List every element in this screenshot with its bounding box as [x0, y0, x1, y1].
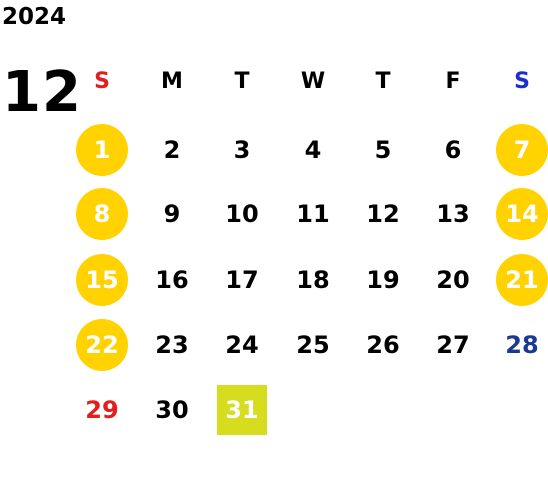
day-cell-19: 19 — [366, 266, 400, 294]
day-cell-3: 3 — [233, 136, 251, 164]
day-cell-2: 2 — [163, 136, 181, 164]
day-cell-12: 12 — [366, 200, 400, 228]
day-cell-18: 18 — [296, 266, 330, 294]
weekday-wednesday: W — [300, 69, 326, 94]
month-label: 12 — [2, 60, 82, 125]
weekday-tuesday: T — [234, 69, 250, 94]
day-cell-26: 26 — [366, 331, 400, 359]
day-cell-21: 21 — [496, 254, 548, 306]
day-cell-20: 20 — [436, 266, 470, 294]
day-cell-10: 10 — [225, 200, 259, 228]
day-cell-5: 5 — [374, 136, 392, 164]
day-cell-24: 24 — [225, 331, 259, 359]
day-cell-23: 23 — [155, 331, 189, 359]
day-cell-4: 4 — [304, 136, 322, 164]
day-cell-25: 25 — [296, 331, 330, 359]
day-cell-27: 27 — [436, 331, 470, 359]
day-cell-17: 17 — [225, 266, 259, 294]
day-cell-30: 30 — [155, 396, 189, 424]
day-cell-15: 15 — [76, 254, 128, 306]
day-cell-14: 14 — [496, 188, 548, 240]
day-cell-11: 11 — [296, 200, 330, 228]
day-cell-1: 1 — [76, 124, 128, 176]
year-label: 2024 — [2, 4, 67, 30]
day-cell-13: 13 — [436, 200, 470, 228]
day-cell-29: 29 — [85, 396, 119, 424]
weekday-monday: M — [161, 69, 183, 94]
weekday-sunday: S — [94, 69, 110, 94]
day-cell-8: 8 — [76, 188, 128, 240]
day-cell-31: 31 — [217, 385, 267, 435]
weekday-saturday: S — [514, 69, 530, 94]
day-cell-9: 9 — [163, 200, 181, 228]
day-cell-7: 7 — [496, 124, 548, 176]
weekday-thursday: T — [375, 69, 391, 94]
day-cell-22: 22 — [76, 319, 128, 371]
weekday-friday: F — [445, 69, 461, 94]
day-cell-28: 28 — [505, 331, 539, 359]
day-cell-6: 6 — [444, 136, 462, 164]
day-cell-16: 16 — [155, 266, 189, 294]
